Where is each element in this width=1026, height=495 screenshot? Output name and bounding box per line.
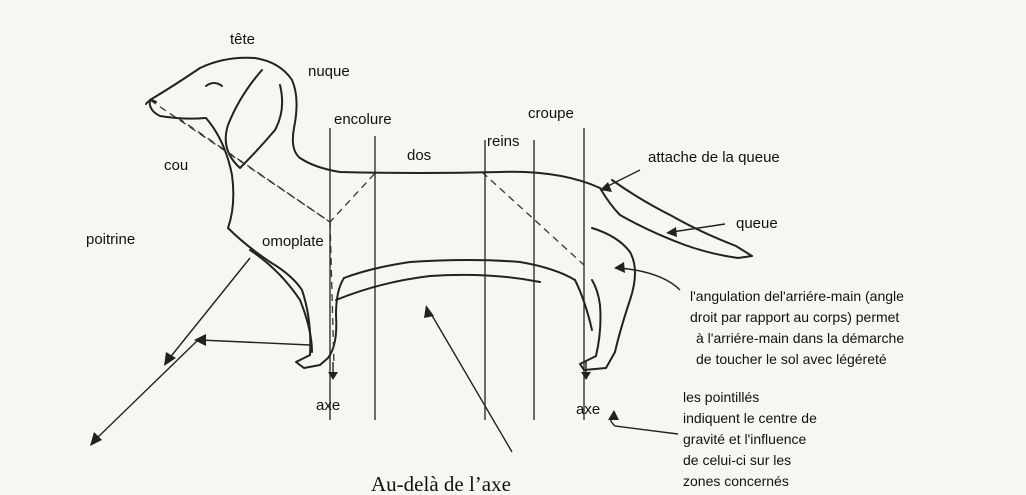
label-axe-front: axe xyxy=(316,397,340,414)
note-pointilles: les pointillés indiquent le centre de gr… xyxy=(683,389,817,489)
note-angulation-line: à l'arriére-main dans la démarche xyxy=(696,330,904,346)
note-angulation-line: droit par rapport au corps) permet xyxy=(690,309,899,325)
label-poitrine: poitrine xyxy=(86,231,135,248)
label-queue: queue xyxy=(736,215,778,232)
label-cou: cou xyxy=(164,157,188,174)
dog-outline xyxy=(146,58,752,370)
note-pointilles-line: zones concernés xyxy=(683,473,789,489)
label-dos: dos xyxy=(407,147,431,164)
dog-belly xyxy=(344,260,575,280)
dog-belly-lower xyxy=(336,275,540,300)
note-pointilles-line: indiquent le centre de xyxy=(683,410,817,426)
note-pointilles-line: de celui-ci sur les xyxy=(683,452,791,468)
dog-front-leg-inner xyxy=(250,250,312,352)
label-croupe: croupe xyxy=(528,105,574,122)
note-pointilles-line: les pointillés xyxy=(683,389,759,405)
note-pointilles-line: gravité et l'influence xyxy=(683,431,807,447)
note-angulation-line: l'angulation del'arriére-main (angle xyxy=(690,288,904,304)
label-axe-rear: axe xyxy=(576,401,600,418)
dog-eye xyxy=(206,83,222,86)
label-encolure: encolure xyxy=(334,111,392,128)
caption: Au-delà de l’axe xyxy=(371,472,511,495)
label-reins: reins xyxy=(487,133,520,150)
label-tete: tête xyxy=(230,31,255,48)
label-attache-queue: attache de la queue xyxy=(648,149,780,166)
dog-ear xyxy=(226,70,282,168)
dog-muzzle-lower xyxy=(150,100,205,119)
label-nuque: nuque xyxy=(308,63,350,80)
dog-hind-leg xyxy=(580,228,635,370)
note-angulation: l'angulation del'arriére-main (angle dro… xyxy=(690,288,904,367)
note-angulation-line: de toucher le sol avec légéreté xyxy=(696,351,887,367)
dog-rump xyxy=(600,180,752,258)
axis-markers xyxy=(328,362,591,380)
label-omoplate: omoplate xyxy=(262,233,324,250)
